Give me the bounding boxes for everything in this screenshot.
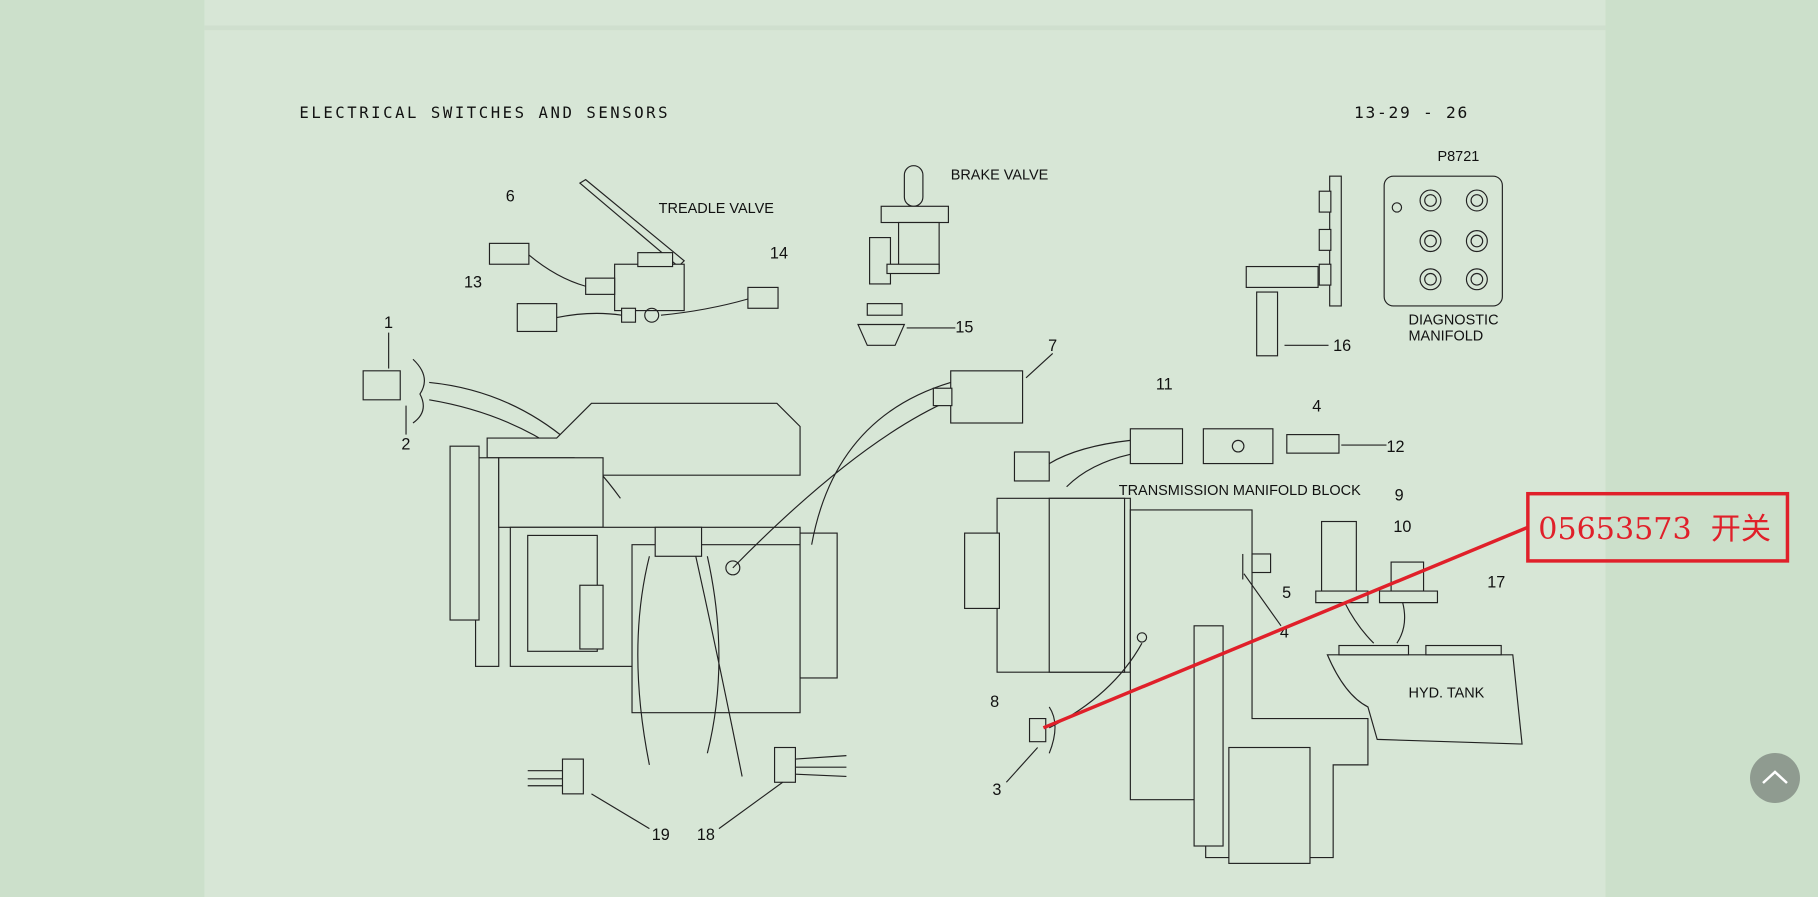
callout-5: 5 bbox=[1282, 584, 1291, 602]
annotation-box bbox=[1526, 491, 1790, 563]
treadle-valve-label: TREADLE VALVE bbox=[659, 201, 775, 217]
page-number: 13-29 - 26 bbox=[1354, 103, 1469, 122]
annotation-text: 05653573 开关 bbox=[1538, 512, 1771, 547]
engine-drawing bbox=[362, 332, 1054, 830]
callout-2: 2 bbox=[401, 436, 410, 454]
callout-14: 14 bbox=[770, 244, 788, 262]
annotation-leader-line bbox=[1042, 525, 1529, 730]
callout-13: 13 bbox=[464, 273, 482, 291]
callout-8: 8 bbox=[990, 693, 999, 711]
brake-valve-drawing: BRAKE VALVE bbox=[857, 165, 1049, 346]
callout-1: 1 bbox=[384, 314, 393, 332]
diagnostic-manifold-label-line1: DIAGNOSTIC bbox=[1408, 312, 1498, 328]
diagnostic-manifold-drawing: P8721 DIAGNOSTIC MANIFOLD bbox=[1245, 149, 1503, 357]
brake-valve-label: BRAKE VALVE bbox=[951, 168, 1049, 184]
transmission-manifold-block-label: TRANSMISSION MANIFOLD BLOCK bbox=[1119, 483, 1361, 499]
panel-divider bbox=[204, 25, 1606, 31]
page-header-title: ELECTRICAL SWITCHES AND SENSORS bbox=[299, 103, 670, 122]
scroll-to-top-button[interactable] bbox=[1750, 753, 1800, 803]
transmission-drawing: TRANSMISSION MANIFOLD BLOCK HYD. TANK bbox=[964, 428, 1523, 864]
callout-9: 9 bbox=[1395, 487, 1404, 505]
callout-10: 10 bbox=[1393, 518, 1411, 536]
page-panel bbox=[204, 0, 1606, 897]
hyd-tank-label: HYD. TANK bbox=[1408, 686, 1484, 702]
callout-6: 6 bbox=[506, 188, 515, 206]
callout-3: 3 bbox=[992, 781, 1001, 799]
callout-7: 7 bbox=[1048, 337, 1057, 355]
callout-11: 11 bbox=[1156, 375, 1173, 393]
red-annotation: 05653573 开关 bbox=[1042, 491, 1790, 730]
callout-18: 18 bbox=[697, 826, 715, 844]
diagnostic-manifold-label-line2: MANIFOLD bbox=[1408, 329, 1483, 345]
callout-15: 15 bbox=[955, 319, 973, 337]
callout-numbers: 1 2 6 13 14 15 7 11 4 12 16 9 10 17 5 4 … bbox=[384, 188, 1505, 845]
callout-17: 17 bbox=[1487, 574, 1505, 592]
callout-19: 19 bbox=[652, 826, 670, 844]
callout-4: 4 bbox=[1312, 397, 1321, 415]
callout-4b: 4 bbox=[1280, 623, 1289, 641]
figure-code: P8721 bbox=[1437, 149, 1479, 165]
chevron-up-icon bbox=[1762, 770, 1788, 784]
callout-16: 16 bbox=[1333, 337, 1351, 355]
callout-12: 12 bbox=[1386, 438, 1404, 456]
treadle-valve-drawing: TREADLE VALVE bbox=[488, 178, 779, 333]
